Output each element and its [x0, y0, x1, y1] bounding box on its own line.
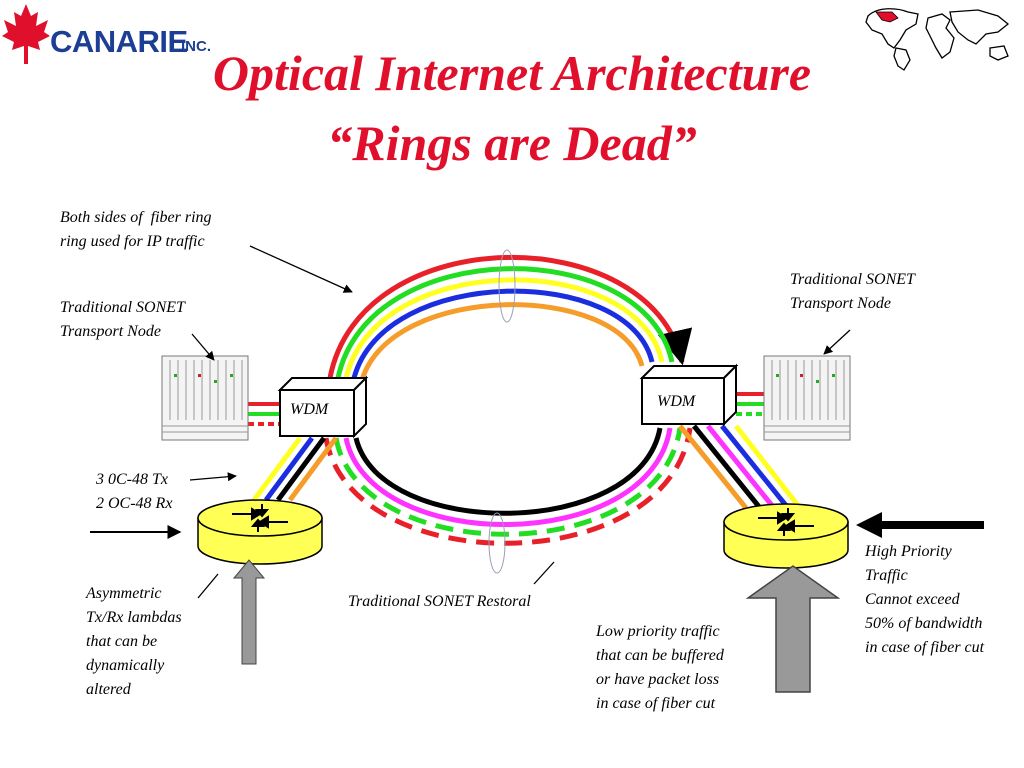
router-icon [197, 499, 323, 565]
logo-name: CANARIE [50, 24, 188, 59]
page-subtitle: “Rings are Dead” [327, 115, 697, 171]
annotation-oc48: 3 0C-48 Tx 2 OC-48 Rx [96, 471, 173, 512]
annotation-sonet-left: Traditional SONET Transport Node [60, 299, 185, 340]
wdm-label-right: WDM [657, 393, 696, 410]
left-traffic-arrow [232, 559, 266, 665]
lambda-red-lower [323, 427, 693, 546]
lambda-magenta-lower [343, 427, 673, 527]
world-map-icon [865, 8, 1010, 71]
upper-fiber-arc [327, 254, 693, 381]
lambda-black-lower [353, 427, 663, 516]
high-priority-traffic-arrow [856, 512, 984, 538]
page-title: Optical Internet Architecture [212, 45, 812, 101]
annotation-high-priority: High Priority Traffic Cannot exceed 50% … [865, 543, 985, 656]
ring-cross-section-top [498, 249, 516, 323]
annotation-asymmetric: Asymmetric Tx/Rx lambdas that can be dyn… [86, 585, 182, 698]
wdm-label-left: WDM [290, 401, 329, 418]
router-icon [723, 503, 849, 569]
annotation-low-priority: Low priority traffic that can be buffere… [596, 623, 724, 712]
lambda-red-upper [327, 254, 693, 379]
annotation-sonet-right: Traditional SONET Transport Node [790, 271, 915, 312]
sonet-shelf-icon [763, 355, 851, 441]
lambda-orange-upper [359, 302, 645, 381]
lambda-green-upper [335, 266, 675, 379]
lambda-green-lower [333, 427, 683, 537]
maple-leaf-icon [2, 4, 50, 64]
lambda-yellow-upper [343, 277, 665, 379]
left-sonet-links [248, 402, 280, 426]
right-router-links [678, 424, 802, 510]
logo-suffix: INC. [181, 38, 211, 55]
left-router-links [251, 436, 339, 502]
sonet-shelf-icon [161, 355, 249, 441]
annotation-restoral: Traditional SONET Restoral [348, 593, 531, 610]
lower-fiber-arc [323, 427, 693, 546]
wdm-box-left [277, 375, 369, 439]
right-sonet-links [736, 392, 764, 416]
low-priority-traffic-arrow [745, 565, 841, 693]
ring-cross-section-bottom [488, 512, 506, 574]
lambda-blue-upper [351, 288, 655, 379]
annotation-fiber-ring: Both sides of fiber ring ring used for I… [60, 209, 212, 250]
wdm-box-right [639, 363, 739, 427]
